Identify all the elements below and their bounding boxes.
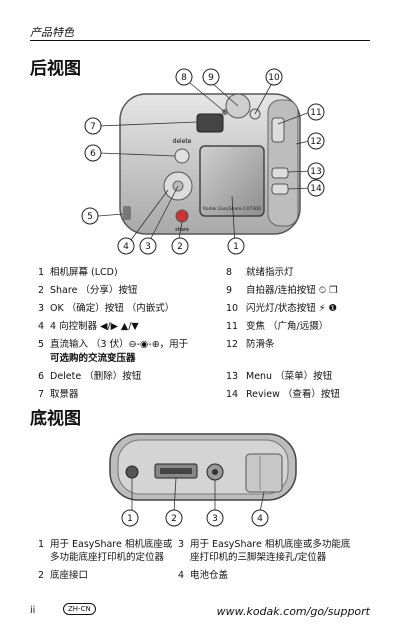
callout-11: 11: [310, 108, 321, 118]
bottom-callout-1: 1: [127, 514, 133, 524]
language-badge: ZH-CN: [63, 603, 96, 615]
viewfinder: [196, 113, 224, 133]
bottom-view-title: 底视图: [30, 409, 81, 429]
callout-13: 13: [310, 167, 321, 177]
bottom-callout-2: 2: [171, 514, 177, 524]
callout-2: 2: [177, 242, 183, 252]
list-item: 座打印机的三脚架连接孔/定位器: [190, 552, 327, 563]
header-rule: [30, 40, 370, 41]
callout-4: 4: [123, 242, 129, 252]
bottom-camera-diagram: 1 2 3 4: [109, 433, 297, 527]
callout-6: 6: [90, 149, 96, 159]
callout-7: 7: [90, 122, 96, 132]
rear-camera-diagram: delete share Kodak EasyShare CX7300 8: [81, 68, 325, 255]
rear-view-title: 后视图: [30, 59, 81, 79]
delete-label: delete: [173, 138, 192, 145]
delete-button: [174, 148, 190, 164]
share-button: [175, 209, 189, 223]
locator-hole: [125, 465, 139, 479]
battery-door: [245, 453, 283, 493]
page-number: ii: [30, 605, 36, 616]
list-item: 多功能底座打印机的定位器: [50, 552, 165, 563]
callout-3: 3: [145, 242, 151, 252]
callout-12: 12: [310, 137, 321, 147]
camera-brand: Kodak EasyShare CX7300: [203, 206, 261, 212]
section-header: 产品特色: [30, 26, 74, 39]
lcd-screen: [199, 145, 265, 217]
callout-9: 9: [208, 73, 214, 83]
callout-5: 5: [87, 212, 93, 222]
callout-1: 1: [233, 242, 239, 252]
support-link[interactable]: www.kodak.com/go/support: [216, 605, 370, 618]
share-label: share: [175, 227, 189, 233]
list-item: 可选购的交流变压器: [50, 353, 136, 364]
bottom-callout-3: 3: [212, 514, 218, 524]
callout-8: 8: [181, 73, 187, 83]
callout-10: 10: [268, 73, 280, 83]
bottom-callout-4: 4: [257, 514, 263, 524]
callout-14: 14: [310, 184, 322, 194]
